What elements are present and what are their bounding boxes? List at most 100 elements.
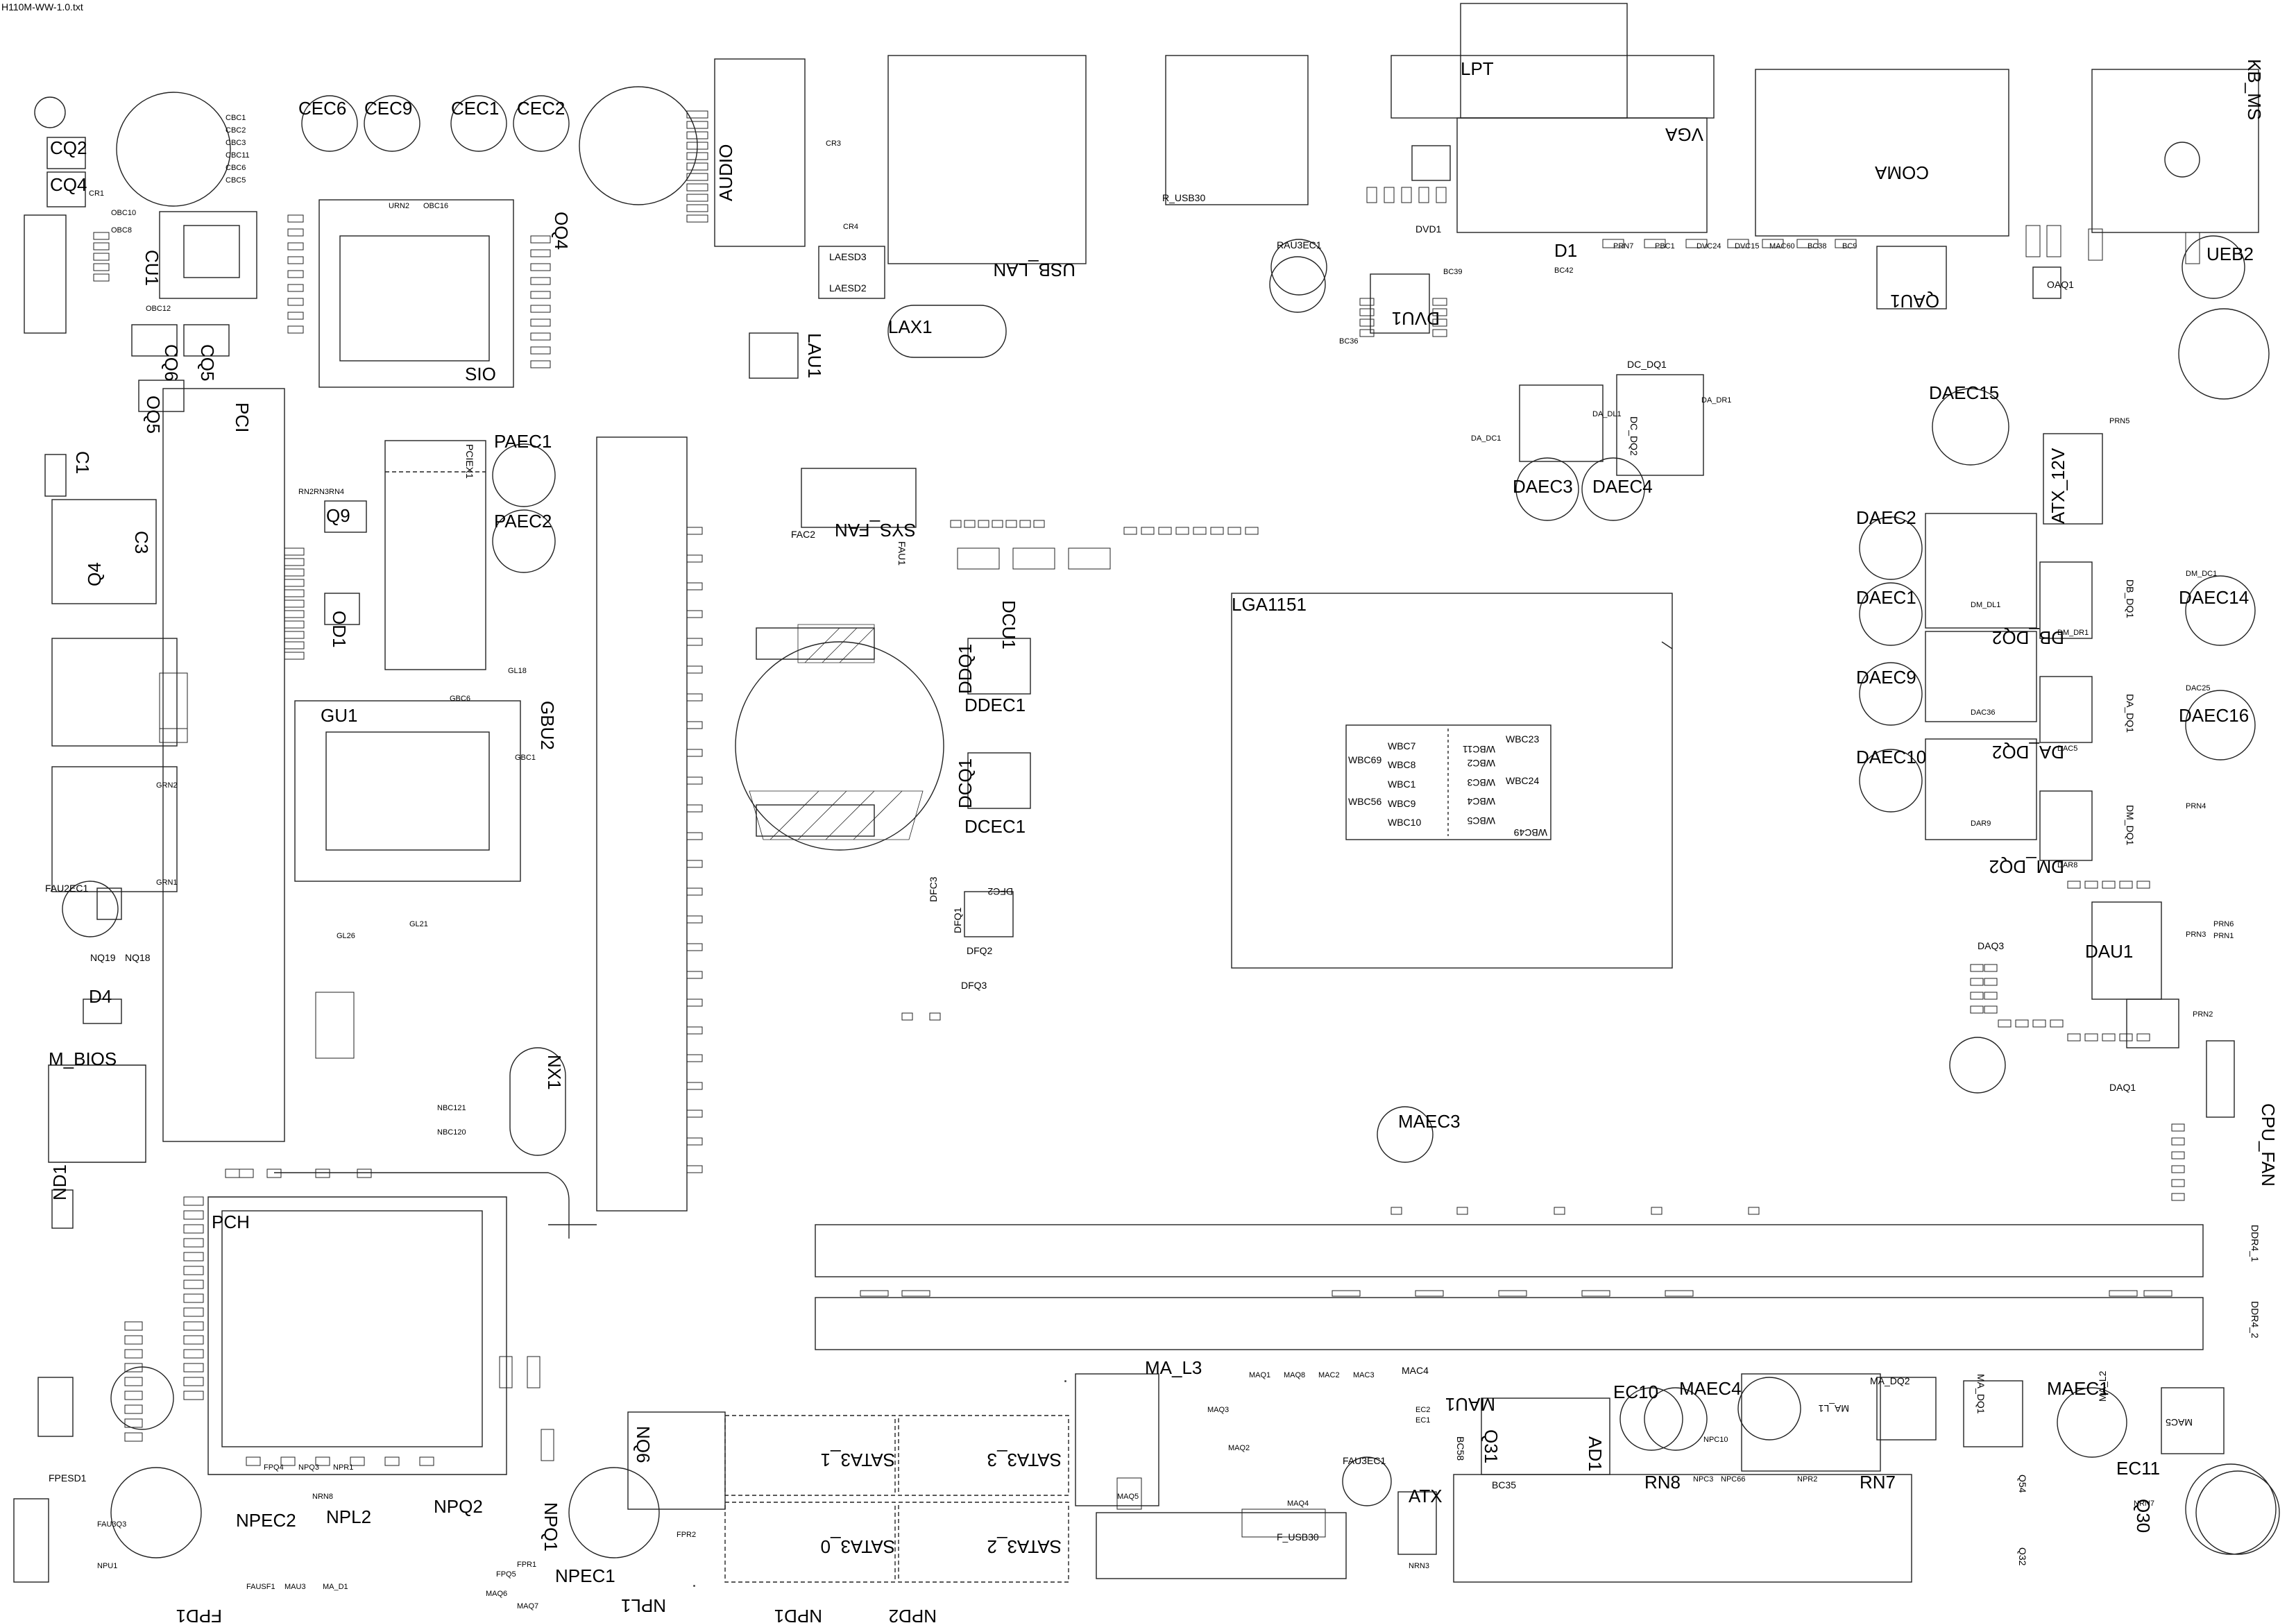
label-cq5: CQ5 — [197, 344, 218, 381]
minor-label: CBC11 — [226, 151, 250, 160]
label-q9: Q9 — [326, 505, 350, 526]
minor-label: NRN7 — [2134, 1499, 2154, 1508]
minor-label: MAQ4 — [1287, 1499, 1309, 1508]
minor-label: GL21 — [409, 920, 428, 928]
minor-label: MAC60 — [1769, 242, 1795, 250]
label-ma-l3: MA_L3 — [1145, 1357, 1202, 1378]
minor-label: BC39 — [1443, 268, 1463, 276]
minor-label: OBC8 — [111, 226, 132, 235]
minor-label: DM_DL1 — [1971, 601, 2000, 609]
minor-label: NPR2 — [1797, 1475, 1817, 1484]
label-lga1151: LGA1151 — [1232, 594, 1307, 615]
label-wbc24: WBC24 — [1506, 775, 1539, 786]
label-cec2: CEC2 — [517, 98, 565, 119]
label-wbc23: WBC23 — [1506, 733, 1539, 745]
label-maec4: MAEC4 — [1679, 1378, 1742, 1399]
label-cq4: CQ4 — [50, 174, 87, 195]
label-wbc7: WBC7 — [1388, 740, 1416, 751]
label-ddr4-2: DDR4_2 — [2250, 1301, 2261, 1339]
minor-label: FPQ4 — [264, 1463, 284, 1472]
minor-label: GBC1 — [515, 754, 536, 762]
minor-label: PRN2 — [2193, 1010, 2213, 1019]
minor-label: CBC3 — [226, 139, 246, 147]
minor-label: PRN1 — [2213, 932, 2234, 940]
label-q31: Q31 — [1481, 1429, 1502, 1463]
minor-label: NRN3 — [1409, 1562, 1429, 1570]
label-daec9: DAEC9 — [1856, 667, 1916, 688]
minor-label: DVC24 — [1697, 242, 1721, 250]
label-npec1: NPEC1 — [555, 1565, 615, 1586]
label-oq4: OQ4 — [551, 212, 572, 250]
minor-label: FAU3Q3 — [97, 1520, 126, 1529]
label-rau3ec1: RAU3EC1 — [1277, 239, 1322, 250]
label-maec3: MAEC3 — [1398, 1111, 1461, 1132]
minor-label: PBC1 — [1655, 242, 1675, 250]
label-bc58: BC58 — [1455, 1436, 1466, 1461]
label-coma: COMA — [1874, 162, 1929, 183]
label-npl1: NPL1 — [621, 1595, 666, 1616]
label-pciex1: PCIEX1 — [464, 444, 475, 479]
label-npq2: NPQ2 — [434, 1496, 483, 1517]
label-nx1: NX1 — [544, 1055, 565, 1090]
label-dcq1: DCQ1 — [955, 758, 976, 808]
label-mac5: MAC5 — [2166, 1417, 2193, 1428]
label-usb-lan: USB_LAN — [994, 260, 1076, 280]
label-mau1: MAU1 — [1445, 1394, 1495, 1415]
label-lau1: LAU1 — [804, 333, 825, 378]
label-q30: Q30 — [2133, 1499, 2154, 1533]
minor-label: DAR9 — [1971, 819, 1991, 828]
label-paec2: PAEC2 — [494, 511, 552, 532]
label-dm-dq1: DM_DQ1 — [2125, 805, 2136, 846]
label-q54: Q54 — [2017, 1475, 2028, 1493]
label-oaq1: OAQ1 — [2047, 279, 2074, 290]
label-ddec1: DDEC1 — [964, 695, 1026, 715]
label-lpt: LPT — [1461, 58, 1494, 79]
label-lax1: LAX1 — [888, 316, 933, 337]
label-daec15: DAEC15 — [1929, 382, 1999, 403]
label-m-bios: M_BIOS — [49, 1048, 117, 1069]
minor-label: MAQ7 — [517, 1602, 538, 1611]
minor-label: DA_DC1 — [1471, 434, 1501, 443]
label-dfq1: DFQ1 — [952, 907, 963, 933]
label-sata3-3: SATA3_3 — [987, 1450, 1062, 1470]
minor-label: DAR8 — [2057, 861, 2077, 869]
label-npl2: NPL2 — [326, 1506, 371, 1527]
label-dvu1: DVU1 — [1392, 308, 1440, 329]
minor-label: MAU3 — [284, 1583, 306, 1591]
minor-label: DA_DL1 — [1592, 410, 1622, 418]
label-sys-fan: SYS_FAN — [835, 520, 916, 541]
label-npec2: NPEC2 — [236, 1510, 296, 1531]
minor-label: DAC36 — [1971, 708, 1995, 717]
minor-label: PRN3 — [2186, 931, 2206, 939]
minor-label: DM_DC1 — [2186, 570, 2217, 578]
label-dfc2: DFC2 — [987, 886, 1013, 897]
minor-label: CBC1 — [226, 114, 246, 122]
label-cu1: CU1 — [142, 250, 162, 286]
label-fac2: FAC2 — [791, 529, 815, 540]
label-atx: ATX — [1409, 1486, 1443, 1506]
label-ec11: EC11 — [2116, 1458, 2160, 1479]
label-maec1: MAEC1 — [2047, 1378, 2109, 1399]
label-ec10: EC10 — [1613, 1382, 1658, 1402]
label-cec1: CEC1 — [451, 98, 499, 119]
label-nq18: NQ18 — [125, 952, 151, 963]
label-ma-dq1: MA_DQ1 — [1975, 1374, 1987, 1414]
minor-label: DAC5 — [2057, 745, 2077, 753]
minor-label: FPR2 — [677, 1531, 696, 1539]
minor-label: DVC15 — [1735, 242, 1759, 250]
minor-label: MAQ5 — [1117, 1493, 1139, 1501]
label-daq3: DAQ3 — [1978, 940, 2004, 951]
label-c3: C3 — [131, 531, 152, 554]
label-fau1: FAU1 — [896, 541, 908, 566]
label-dm-dq2: DM_DQ2 — [1989, 856, 2064, 877]
label-wbc49: WBC49 — [1514, 827, 1547, 838]
label-ddr4-1: DDR4_1 — [2250, 1225, 2261, 1262]
label-wbc5: WBC5 — [1467, 815, 1495, 826]
label-cpu-fan: CPU_FAN — [2258, 1103, 2279, 1187]
label-ddq1: DDQ1 — [955, 644, 976, 694]
label-fau3ec1: FAU3EC1 — [1343, 1455, 1386, 1466]
minor-label: OBC10 — [111, 209, 136, 217]
label-atx-12v: ATX_12V — [2048, 448, 2068, 524]
label-q4: Q4 — [84, 562, 105, 586]
